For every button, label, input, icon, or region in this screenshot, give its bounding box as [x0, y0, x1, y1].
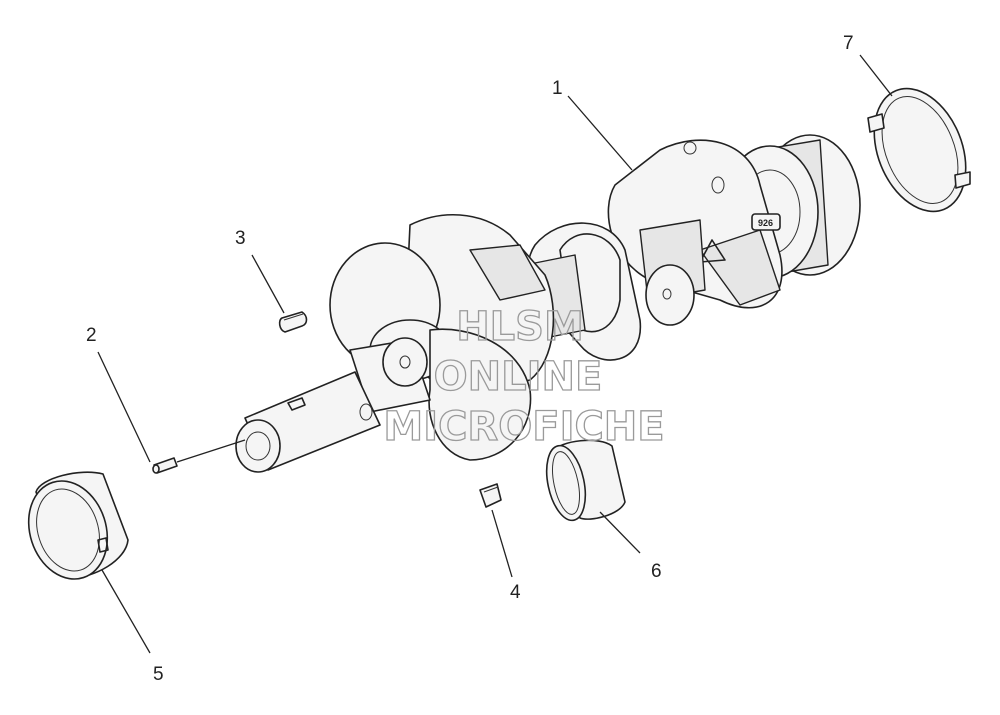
- callout-4: 4: [510, 582, 521, 603]
- watermark: HLSM ONLINE MICROFICHE: [383, 303, 666, 450]
- leader-2: [97, 351, 151, 463]
- woodruff-key-part-3[interactable]: [278, 311, 308, 333]
- dowel-pin-part-2[interactable]: [152, 439, 246, 474]
- callout-1: 1: [552, 78, 563, 99]
- thrust-washer-part-7[interactable]: [857, 75, 983, 225]
- callout-3: 3: [235, 228, 246, 249]
- leader-1: [567, 95, 633, 171]
- leader-5: [101, 569, 151, 654]
- watermark-line-1: HLSM: [456, 304, 584, 350]
- stamp-box: [751, 213, 781, 231]
- rod-bearing-part-6[interactable]: [540, 439, 626, 524]
- crankshaft-part-1[interactable]: 926: [235, 134, 861, 473]
- callout-7: 7: [843, 33, 854, 54]
- leader-4: [491, 509, 513, 578]
- watermark-line-3: MICROFICHE: [383, 404, 664, 450]
- key-part-4[interactable]: [479, 483, 502, 508]
- leader-3: [251, 254, 285, 314]
- main-bearing-part-5[interactable]: [16, 471, 129, 590]
- callout-6: 6: [651, 561, 662, 582]
- crank-stamp: 926: [758, 218, 773, 228]
- leader-6: [599, 511, 641, 554]
- leader-7: [859, 54, 893, 97]
- callout-5: 5: [153, 664, 164, 685]
- callout-2: 2: [86, 325, 97, 346]
- watermark-line-2: ONLINE: [434, 354, 603, 400]
